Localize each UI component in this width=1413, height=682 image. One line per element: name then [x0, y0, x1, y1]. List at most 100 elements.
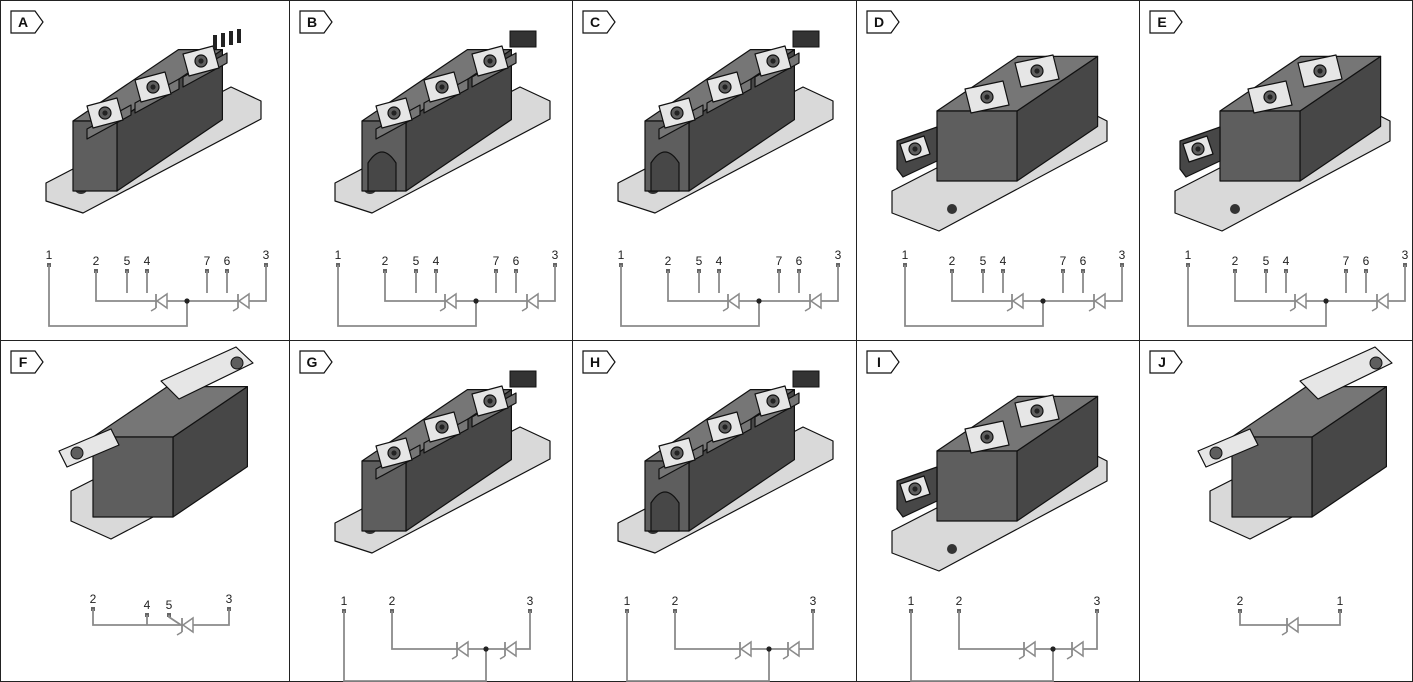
terminal-pad — [423, 411, 461, 443]
pin-label: 3 — [527, 594, 534, 608]
wire — [1234, 265, 1406, 302]
module-housing — [92, 385, 248, 518]
module-label: J — [1158, 354, 1166, 370]
pin-label: 2 — [382, 254, 389, 268]
junction-dot — [766, 646, 772, 652]
terminal-pad — [1297, 54, 1343, 88]
pin-label: 1 — [335, 248, 342, 262]
module-label-tag: C — [582, 10, 616, 34]
terminal-pad — [182, 45, 220, 77]
pin-label: 3 — [226, 592, 233, 606]
pin-label: 5 — [166, 598, 173, 612]
diode-symbol — [1289, 292, 1307, 312]
module-label: G — [307, 354, 318, 370]
pin-label: 7 — [1060, 254, 1067, 268]
diode-symbol — [782, 640, 800, 660]
pin-label: 6 — [224, 254, 231, 268]
module-label: B — [307, 14, 317, 30]
module-housing — [936, 55, 1099, 182]
module-illustration — [891, 394, 1108, 572]
mount-hole — [947, 544, 957, 554]
terminal-pad — [964, 80, 1010, 114]
module-label-tag: F — [10, 350, 44, 374]
wire — [958, 611, 1098, 650]
terminal-pad — [706, 411, 744, 443]
pin-label: 7 — [776, 254, 783, 268]
terminal-pad — [1014, 54, 1060, 88]
pin-label: 2 — [93, 254, 100, 268]
pin-label: 2 — [949, 254, 956, 268]
terminal-pad — [964, 420, 1010, 454]
module-illustration — [45, 29, 262, 214]
pin-label: 1 — [1185, 248, 1192, 262]
terminal-pad — [471, 45, 509, 77]
terminal-hole — [230, 356, 244, 370]
body-notch — [650, 491, 680, 532]
pin-label: 3 — [835, 248, 842, 262]
module-label-tag: A — [10, 10, 44, 34]
pin-label: 4 — [716, 254, 723, 268]
junction-dot — [1040, 298, 1046, 304]
diode-symbol — [176, 616, 194, 636]
terminal-pad — [658, 97, 696, 129]
module-label: I — [877, 354, 881, 370]
pin-label: 5 — [124, 254, 131, 268]
pin-label: 1 — [624, 594, 631, 608]
wire — [337, 265, 477, 327]
module-illustration — [1174, 54, 1391, 232]
terminal-hole — [1209, 446, 1223, 460]
module-illustration — [891, 54, 1108, 232]
wire — [391, 611, 531, 650]
wire — [168, 615, 182, 626]
junction-dot — [756, 298, 762, 304]
module-label: A — [18, 14, 28, 30]
mount-hole — [1230, 204, 1240, 214]
pin-label: 1 — [341, 594, 348, 608]
terminal-hole — [1369, 356, 1383, 370]
control-socket — [509, 30, 537, 48]
control-pin — [221, 33, 225, 47]
terminal-pad — [899, 135, 931, 163]
pin-label: 3 — [810, 594, 817, 608]
body-notch — [367, 151, 397, 192]
diode-symbol — [804, 292, 822, 312]
terminal-pad — [375, 437, 413, 469]
pin-label: 6 — [513, 254, 520, 268]
module-label-tag: H — [582, 350, 616, 374]
terminal-pad — [706, 71, 744, 103]
wire — [667, 265, 839, 302]
wire — [343, 611, 487, 682]
pin-label: 7 — [1343, 254, 1350, 268]
diode-symbol — [1006, 292, 1024, 312]
diode-symbol — [521, 292, 539, 312]
pin-label: 7 — [204, 254, 211, 268]
module-housing — [1231, 385, 1387, 518]
diode-symbol — [232, 292, 250, 312]
terminal-pad — [899, 475, 931, 503]
module-illustration — [334, 30, 551, 214]
pin-label: 2 — [665, 254, 672, 268]
pin-label: 5 — [980, 254, 987, 268]
wire — [1187, 265, 1327, 327]
module-illustration — [58, 346, 254, 540]
body-notch — [650, 151, 680, 192]
module-label: C — [590, 14, 600, 30]
wire — [48, 265, 188, 327]
terminal-pad — [1247, 80, 1293, 114]
pin-label: 3 — [552, 248, 559, 262]
wire — [92, 609, 230, 626]
diode-symbol — [150, 292, 168, 312]
